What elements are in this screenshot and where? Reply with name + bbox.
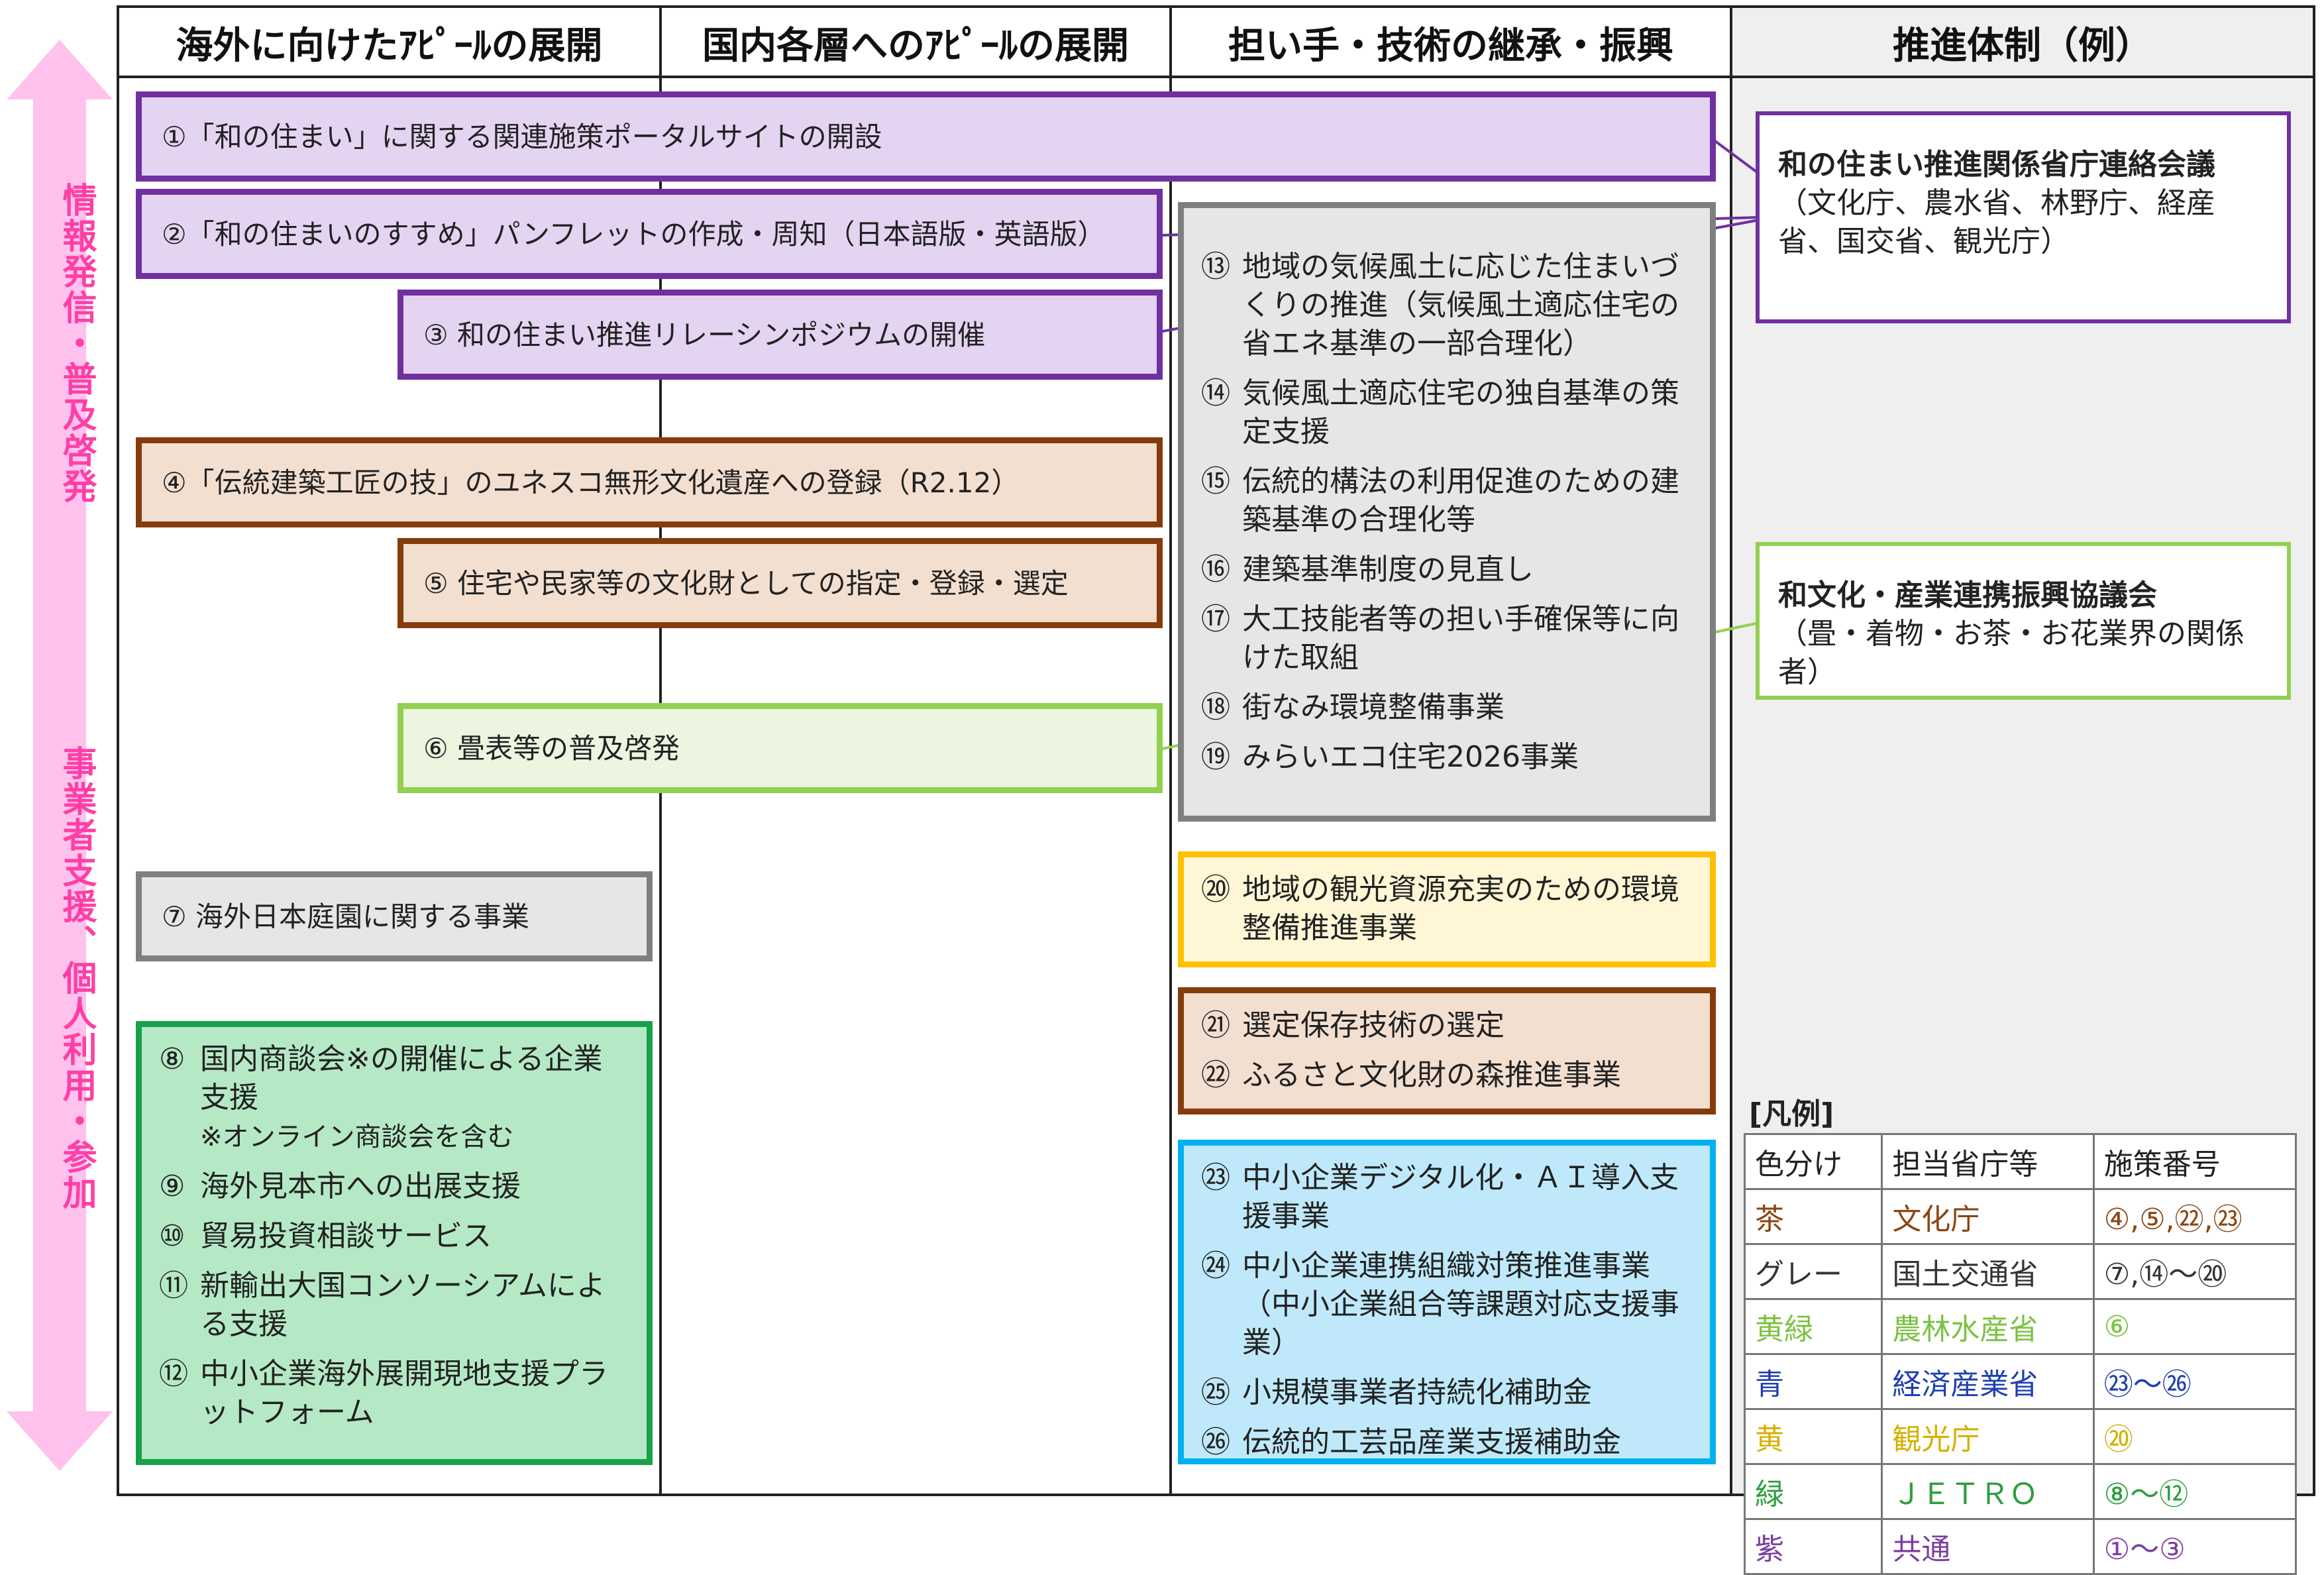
column-divider-2 bbox=[1169, 5, 1172, 1496]
mlit-measures-box: ⑬ 地域の気候風土に応じた住まいづくりの推進（気候風土適応住宅の省エネ基準の一部… bbox=[1178, 202, 1716, 822]
legend-header: 色分け bbox=[1743, 1133, 1883, 1190]
header-divider bbox=[117, 76, 2315, 78]
list-item: ㉒ ふるさと文化財の森推進事業 bbox=[1201, 1058, 1621, 1092]
side-label-business-support: 事業者支援、個人利用・参加 bbox=[56, 745, 96, 1211]
list-item: ⑱ 街なみ環境整備事業 bbox=[1201, 690, 1505, 724]
list-item: ⑩ 貿易投資相談サービス bbox=[159, 1219, 492, 1253]
culture-measures-box: ㉑ 選定保存技術の選定 ㉒ ふるさと文化財の森推進事業 bbox=[1178, 987, 1716, 1114]
legend-row: 茶 文化庁 ④,⑤,㉒,㉓ bbox=[1743, 1188, 2298, 1245]
list-item: ⑮ 伝統的構法の利用促進のための建築基準の合理化等 bbox=[1201, 464, 1679, 537]
column-header-domestic: 国内各層へのｱﾋﾟｰﾙの展開 bbox=[702, 24, 1129, 68]
list-item: ⑨ 海外見本市への出展支援 bbox=[159, 1169, 521, 1203]
measure-7-overseas-gardens: ⑦ 海外日本庭園に関する事業 bbox=[136, 871, 653, 961]
measure-6-tatami-promotion: ⑥ 畳表等の普及啓発 bbox=[397, 703, 1163, 793]
list-item: ⑯ 建築基準制度の見直し bbox=[1201, 553, 1534, 586]
measure-5-cultural-property: ⑤ 住宅や民家等の文化財としての指定・登録・選定 bbox=[397, 538, 1163, 628]
list-item: ㉑ 選定保存技術の選定 bbox=[1201, 1008, 1505, 1042]
legend-header-row: 色分け 担当省庁等 施策番号 bbox=[1743, 1133, 2298, 1190]
list-item: ⑬ 地域の気候風土に応じた住まいづくりの推進（気候風土適応住宅の省エネ基準の一部… bbox=[1201, 250, 1679, 360]
frame-bottom bbox=[117, 1494, 2315, 1496]
legend-row: 黄緑 農林水産省 ⑥ bbox=[1743, 1298, 2298, 1355]
legend-row: 緑 ＪＥＴＲＯ ⑧～⑫ bbox=[1743, 1463, 2298, 1520]
column-header-promotion-system: 推進体制（例） bbox=[1893, 24, 2152, 68]
measure-1-portal-site: ①「和の住まい」に関する関連施策ポータルサイトの開設 bbox=[136, 91, 1716, 182]
list-item: ⑳ 地域の観光資源充実のための環境整備推進事業 bbox=[1201, 873, 1679, 945]
list-item: ㉔ 中小企業連携組織対策推進事業（中小企業組合等課題対応支援事業） bbox=[1201, 1249, 1679, 1360]
column-header-successors: 担い手・技術の継承・振興 bbox=[1228, 24, 1673, 68]
org-japanese-culture-industry-council: 和文化・産業連携振興協議会 （畳・着物・お茶・お花業界の関係者） bbox=[1756, 542, 2291, 700]
legend-header: 施策番号 bbox=[2092, 1133, 2298, 1190]
list-item: ⑲ みらいエコ住宅2026事業 bbox=[1201, 740, 1579, 774]
frame-top bbox=[117, 5, 2315, 8]
legend-row: 紫 共通 ①～③ bbox=[1743, 1518, 2298, 1575]
list-item: ⑧ 国内商談会※の開催による企業支援※オンライン商談会を含む bbox=[159, 1042, 603, 1152]
measure-3-symposium: ③ 和の住まい推進リレーシンポジウムの開催 bbox=[397, 290, 1163, 380]
legend-row: 黄 観光庁 ⑳ bbox=[1743, 1408, 2298, 1465]
org-members: （畳・着物・お茶・お花業界の関係者） bbox=[1778, 617, 2245, 689]
column-header-overseas: 海外に向けたｱﾋﾟｰﾙの展開 bbox=[176, 24, 603, 68]
org-title: 和の住まい推進関係省庁連絡会議 bbox=[1778, 148, 2215, 182]
org-members: （文化庁、農水省、林野庁、経産省、国交省、観光庁） bbox=[1778, 186, 2215, 258]
list-item: ㉖ 伝統的工芸品産業支援補助金 bbox=[1201, 1425, 1621, 1459]
jetro-measures-box: ⑧ 国内商談会※の開催による企業支援※オンライン商談会を含む ⑨ 海外見本市への… bbox=[136, 1021, 653, 1465]
list-item: ⑭ 気候風土適応住宅の独自基準の策定支援 bbox=[1201, 376, 1679, 449]
legend-row: グレー 国土交通省 ⑦,⑭～⑳ bbox=[1743, 1243, 2298, 1300]
legend-header: 担当省庁等 bbox=[1881, 1133, 2095, 1190]
meti-measures-box: ㉓ 中小企業デジタル化・ＡＩ導入支援事業 ㉔ 中小企業連携組織対策推進事業（中小… bbox=[1178, 1140, 1716, 1464]
list-item: ㉕ 小規模事業者持続化補助金 bbox=[1201, 1376, 1592, 1409]
frame-right bbox=[2313, 5, 2315, 1496]
list-item: ⑫ 中小企業海外展開現地支援プラットフォーム bbox=[159, 1357, 608, 1429]
frame-left bbox=[117, 5, 119, 1496]
org-title: 和文化・産業連携振興協議会 bbox=[1778, 578, 2157, 612]
org-ministries-liaison-council: 和の住まい推進関係省庁連絡会議 （文化庁、農水省、林野庁、経産省、国交省、観光庁… bbox=[1756, 111, 2291, 323]
measure-2-pamphlet: ②「和の住まいのすすめ」パンフレットの作成・周知（日本語版・英語版） bbox=[136, 189, 1163, 279]
tourism-measures-box: ⑳ 地域の観光資源充実のための環境整備推進事業 bbox=[1178, 851, 1716, 967]
column-divider-3 bbox=[1730, 5, 1732, 1496]
measure-4-unesco-registration: ④「伝統建築工匠の技」のユネスコ無形文化遺産への登録（R2.12） bbox=[136, 437, 1163, 527]
list-item: ㉓ 中小企業デジタル化・ＡＩ導入支援事業 bbox=[1201, 1161, 1679, 1233]
legend-row: 青 経済産業省 ㉓～㉖ bbox=[1743, 1353, 2298, 1410]
legend-title: [凡例] bbox=[1749, 1097, 1834, 1131]
list-item: ⑰ 大工技能者等の担い手確保等に向けた取組 bbox=[1201, 602, 1679, 675]
side-label-information: 情報発信・普及啓発 bbox=[56, 182, 96, 504]
double-headed-arrow-icon bbox=[7, 40, 113, 1471]
list-item: ⑪ 新輸出大国コンソーシアムによる支援 bbox=[159, 1269, 606, 1341]
legend-table: 色分け 担当省庁等 施策番号 茶 文化庁 ④,⑤,㉒,㉓ グレー 国土交通省 ⑦… bbox=[1743, 1133, 2298, 1575]
